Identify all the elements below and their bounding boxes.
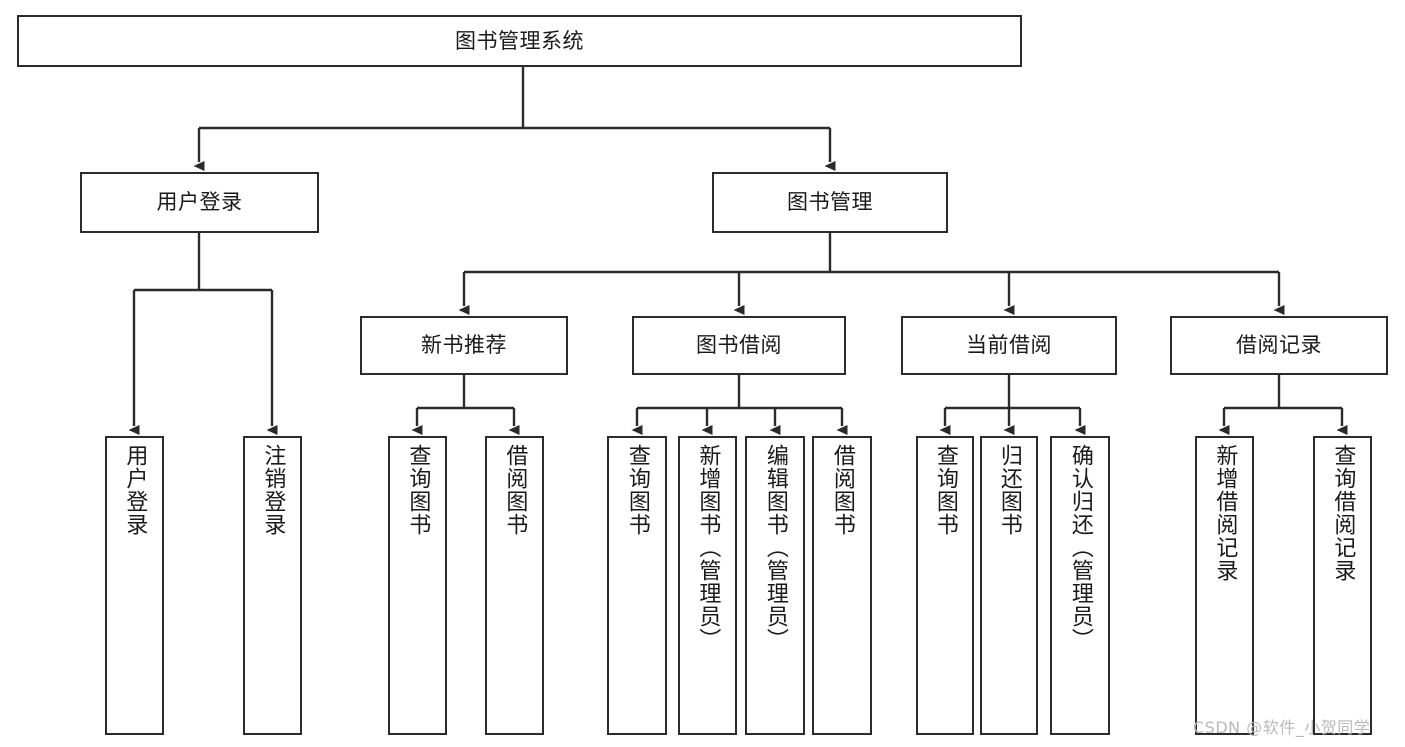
connectors-user-login (128, 233, 278, 435)
node-leaf-query-book-2[interactable]: 查询图书 (607, 436, 667, 735)
node-book-borrow-label: 图书借阅 (696, 333, 782, 358)
node-user-login-label: 用户登录 (156, 190, 243, 215)
node-leaf-borrow-book-2-label: 借阅图书 (829, 444, 855, 536)
node-leaf-query-book-1-label: 查询图书 (405, 444, 431, 536)
connectors-root (193, 67, 836, 171)
node-user-login[interactable]: 用户登录 (80, 172, 319, 233)
node-leaf-return-book[interactable]: 归还图书 (980, 436, 1038, 735)
node-leaf-query-record-label: 查询借阅记录 (1330, 444, 1356, 582)
connectors-borrow-record (1218, 375, 1348, 435)
node-leaf-query-book-3-label: 查询图书 (932, 444, 958, 536)
node-leaf-borrow-book-2[interactable]: 借阅图书 (812, 436, 872, 735)
node-leaf-user-login-label: 用户登录 (122, 444, 148, 536)
node-leaf-edit-book[interactable]: 编辑图书（管理员） (745, 436, 805, 735)
node-leaf-logout-login-label: 注销登录 (260, 444, 286, 536)
node-new-book-recommend[interactable]: 新书推荐 (360, 316, 568, 375)
node-leaf-add-record[interactable]: 新增借阅记录 (1195, 436, 1254, 735)
node-leaf-add-book[interactable]: 新增图书（管理员） (678, 436, 737, 735)
connectors-new-book-recommend (411, 375, 520, 435)
node-leaf-logout-login[interactable]: 注销登录 (243, 436, 302, 735)
node-current-borrow[interactable]: 当前借阅 (901, 316, 1117, 375)
node-leaf-confirm-return-label: 确认归还（管理员） (1067, 444, 1093, 651)
node-leaf-add-record-label: 新增借阅记录 (1212, 444, 1238, 582)
node-book-manage-label: 图书管理 (787, 190, 873, 215)
node-leaf-query-book-3[interactable]: 查询图书 (916, 436, 974, 735)
node-leaf-user-login[interactable]: 用户登录 (105, 436, 164, 735)
node-leaf-borrow-book-1-label: 借阅图书 (502, 444, 528, 536)
node-leaf-return-book-label: 归还图书 (996, 444, 1022, 536)
connectors-book-manage (458, 233, 1285, 315)
node-borrow-record-label: 借阅记录 (1236, 333, 1322, 358)
node-leaf-add-book-label: 新增图书（管理员） (695, 444, 721, 651)
node-leaf-confirm-return[interactable]: 确认归还（管理员） (1050, 436, 1110, 735)
node-leaf-query-record[interactable]: 查询借阅记录 (1313, 436, 1372, 735)
node-book-manage[interactable]: 图书管理 (712, 172, 948, 233)
node-root[interactable]: 图书管理系统 (17, 15, 1022, 67)
node-leaf-query-book-2-label: 查询图书 (624, 444, 650, 536)
node-root-label: 图书管理系统 (455, 28, 584, 53)
node-book-borrow[interactable]: 图书借阅 (632, 316, 846, 375)
node-borrow-record[interactable]: 借阅记录 (1170, 316, 1388, 375)
node-leaf-edit-book-label: 编辑图书（管理员） (762, 444, 788, 651)
connectors-current-borrow (939, 375, 1086, 435)
node-leaf-query-book-1[interactable]: 查询图书 (388, 436, 447, 735)
csdn-watermark: CSDN @软件_小贺同学 (1193, 718, 1371, 737)
connectors-book-borrow (631, 375, 848, 435)
node-new-book-recommend-label: 新书推荐 (421, 333, 507, 358)
node-current-borrow-label: 当前借阅 (966, 333, 1052, 358)
node-leaf-borrow-book-1[interactable]: 借阅图书 (485, 436, 544, 735)
